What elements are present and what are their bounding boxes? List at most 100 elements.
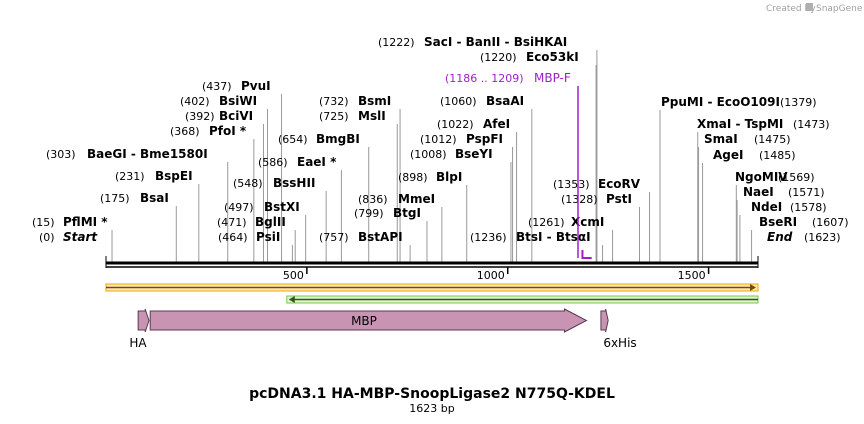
restriction-site[interactable]: (15) PflMI * (32, 215, 108, 229)
site-name: BsiWI (219, 94, 257, 108)
site-name: PsiI (256, 230, 280, 244)
scale-tick-label: 500 (283, 269, 304, 282)
site-position: (1607) (812, 216, 849, 229)
restriction-site[interactable]: (1008)BseYI (410, 147, 493, 161)
site-name: BseYI (455, 147, 493, 161)
feature-arrow (137, 308, 150, 333)
restriction-site[interactable]: (497)BstXI (224, 200, 300, 214)
restriction-site[interactable]: (548)BssHII (233, 176, 315, 190)
primer-mbp-f[interactable]: (1186 .. 1209) MBP-F (445, 71, 592, 259)
watermark-brand: SnapGene (816, 4, 863, 14)
start-label: Start (63, 230, 98, 244)
site-name: PvuI (241, 79, 271, 93)
site-name: BsaAI (486, 94, 524, 108)
restriction-site[interactable]: (402)BsiWI (180, 94, 257, 108)
site-position: (464) (218, 231, 248, 244)
restriction-site[interactable]: (725)MslI (319, 109, 386, 123)
site-name: BspEI (155, 169, 193, 183)
restriction-site[interactable]: (799) BtgI (354, 206, 421, 220)
site-position: (586) (258, 156, 288, 169)
restriction-site[interactable]: PpuMI - EcoO109I(1379) (661, 95, 817, 109)
site-name: BmgBI (316, 132, 360, 146)
site-position: (1222) (378, 36, 415, 49)
site-name: XcmI (571, 215, 604, 229)
restriction-site[interactable]: (732)BsmI (319, 94, 391, 108)
site-name: BaeGI - Bme1580I (87, 147, 208, 161)
restriction-site[interactable]: NgoMIV(1569) (735, 170, 815, 184)
site-position: (1328) (561, 193, 598, 206)
restriction-site[interactable]: (1220)Eco53kI (480, 50, 579, 64)
restriction-site[interactable]: (175)BsaI (100, 191, 169, 205)
site-name: PflMI * (63, 215, 108, 229)
feature-label: MBP (351, 314, 377, 328)
restriction-site[interactable]: (303)BaeGI - Bme1580I (46, 147, 208, 161)
backbone (105, 256, 759, 268)
feature-label: 6xHis (603, 336, 636, 350)
site-name: BglII (255, 215, 286, 229)
feature-label: HA (129, 336, 147, 350)
restriction-site[interactable]: NdeI(1578) (751, 200, 827, 214)
watermark-created-by: Created by (766, 4, 816, 14)
site-name: BstXI (264, 200, 300, 214)
site-position: (725) (319, 110, 349, 123)
restriction-site[interactable]: NaeI(1571) (743, 185, 825, 199)
site-position: (1236) (470, 231, 507, 244)
site-position: (1261) (528, 216, 565, 229)
site-position: (1012) (420, 133, 457, 146)
feature-mbp[interactable]: MBP (149, 308, 588, 333)
restriction-site[interactable]: (654) BmgBI (278, 132, 360, 146)
restriction-site[interactable]: (1012)PspFI (420, 132, 503, 146)
site-name: BtgI (393, 206, 421, 220)
site-name: NaeI (743, 185, 774, 199)
site-name: BtsI - BtsαI (516, 230, 591, 244)
site-name: NgoMIV (735, 170, 788, 184)
restriction-site[interactable]: (1353)EcoRV (553, 177, 641, 191)
restriction-site[interactable]: (471) BglII (217, 215, 286, 229)
restriction-site[interactable]: (836)MmeI (358, 192, 435, 206)
restriction-site[interactable]: (1261) XcmI (528, 215, 604, 229)
feature-arrow (149, 308, 588, 333)
restriction-site[interactable]: (231)BspEI (115, 169, 193, 183)
site-position: (471) (217, 216, 247, 229)
site-name: XmaI - TspMI (697, 117, 783, 131)
site-position: (175) (100, 192, 130, 205)
site-position: (654) (278, 133, 308, 146)
restriction-site[interactable]: AgeI(1485) (713, 148, 796, 162)
restriction-site[interactable]: (368) PfoI * (170, 124, 247, 138)
restriction-site[interactable]: (1222)SacI - BanII - BsiHKAI (378, 35, 567, 49)
site-position: (1022) (437, 118, 474, 131)
scale-tick-label: 1500 (678, 269, 706, 282)
site-name: AfeI (483, 117, 510, 131)
restriction-site[interactable]: (437)PvuI (202, 79, 271, 93)
restriction-site[interactable]: (1328)PstI (561, 192, 632, 206)
restriction-site[interactable]: (392)BciVI (185, 109, 253, 123)
restriction-site[interactable]: (1060)BsaAI (440, 94, 524, 108)
restriction-site[interactable]: (464) PsiI (218, 230, 280, 244)
restriction-site[interactable]: (898)BlpI (398, 170, 462, 184)
site-name: Eco53kI (526, 50, 579, 64)
restriction-site[interactable]: SmaI(1475) (704, 132, 791, 146)
feature-ha[interactable]: HA (129, 308, 150, 350)
site-position: (15) (32, 216, 55, 229)
site-position: (898) (398, 171, 428, 184)
site-name: PfoI * (209, 124, 247, 138)
restriction-site[interactable]: (1236) BtsI - BtsαI (470, 230, 591, 244)
site-position: (368) (170, 125, 200, 138)
restriction-site[interactable]: (1022) AfeI (437, 117, 510, 131)
site-leader-lines (111, 50, 753, 262)
feature-6xhis[interactable]: 6xHis (600, 308, 637, 350)
restriction-site[interactable]: (586)EaeI * (258, 155, 337, 169)
restriction-site[interactable]: BseRI(1607) (759, 215, 849, 229)
start-position: (0) (39, 231, 55, 244)
orf-reverse-arrowhead (288, 296, 295, 303)
restriction-site[interactable]: (757)BstAPI (319, 230, 403, 244)
map-length: 1623 bp (409, 402, 454, 415)
site-name: PpuMI - EcoO109I (661, 95, 780, 109)
snapgene-logo-icon (806, 3, 813, 11)
site-position: (799) (354, 207, 384, 220)
restriction-site[interactable]: XmaI - TspMI(1473) (697, 117, 830, 131)
site-position: (1379) (780, 96, 817, 109)
site-position: (1569) (778, 171, 815, 184)
